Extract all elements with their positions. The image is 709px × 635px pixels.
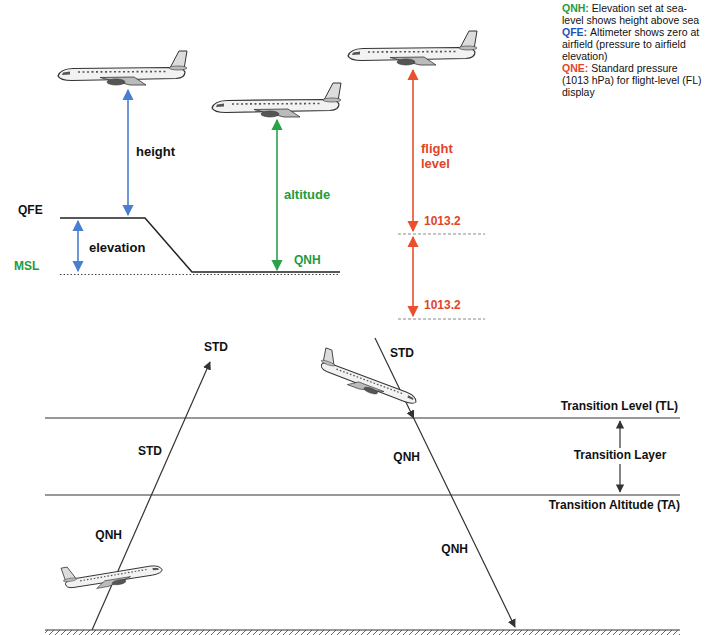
elevation-label: elevation [89, 241, 145, 256]
aircraft [348, 31, 477, 65]
descent-path [375, 338, 515, 627]
elevation-arrow [77, 221, 79, 271]
notes-block: QNH:Elevation set at sea-level shows hei… [562, 2, 705, 98]
flight-level-arrow [412, 237, 414, 316]
qnh-label: QNH [294, 254, 321, 268]
terrain-line [60, 218, 340, 272]
setting-label: QNH [441, 543, 468, 557]
aircraft [61, 551, 163, 594]
climb-path [92, 362, 210, 630]
transition-level-line [45, 417, 680, 418]
note-key: QFE: [562, 26, 587, 38]
ground-line [45, 629, 680, 630]
flight-level-label: flight level [421, 142, 471, 172]
aircraft [58, 51, 187, 85]
altitude-label: altitude [284, 188, 330, 203]
msl-label: MSL [14, 260, 39, 274]
transition-level-label: Transition Level (TL) [561, 400, 678, 414]
note-key: QNE: [562, 62, 588, 74]
setting-label: STD [204, 341, 228, 355]
setting-label: STD [138, 445, 162, 459]
transition-altitude-label: Transition Altitude (TA) [549, 499, 680, 513]
aircraft [317, 348, 423, 409]
note-paragraph: QNH:Elevation set at sea-level shows hei… [562, 2, 705, 26]
pressure-level-line [398, 234, 485, 235]
pressure-value: 1013.2 [424, 215, 461, 229]
note-paragraph: QFE:Altimeter shows zero at airfield (pr… [562, 26, 705, 62]
pressure-level-line [398, 319, 485, 320]
aircraft [212, 83, 341, 117]
msl-line [60, 274, 340, 275]
setting-label: QNH [393, 451, 420, 465]
note-paragraph: QNE:Standard pressure (1013 hPa) for fli… [562, 62, 705, 98]
height-label: height [136, 145, 175, 160]
note-key: QNH: [562, 2, 589, 14]
ground-hatch [45, 630, 680, 635]
setting-label: STD [390, 347, 414, 361]
qfe-label: QFE [18, 204, 43, 218]
height-arrow [127, 90, 129, 215]
setting-label: QNH [95, 529, 122, 543]
pressure-value: 1013.2 [424, 299, 461, 313]
flight-level-arrow [412, 70, 414, 231]
altitude-arrow [276, 120, 278, 270]
transition-altitude-line [45, 494, 680, 495]
transition-layer-label: Transition Layer [571, 448, 670, 464]
